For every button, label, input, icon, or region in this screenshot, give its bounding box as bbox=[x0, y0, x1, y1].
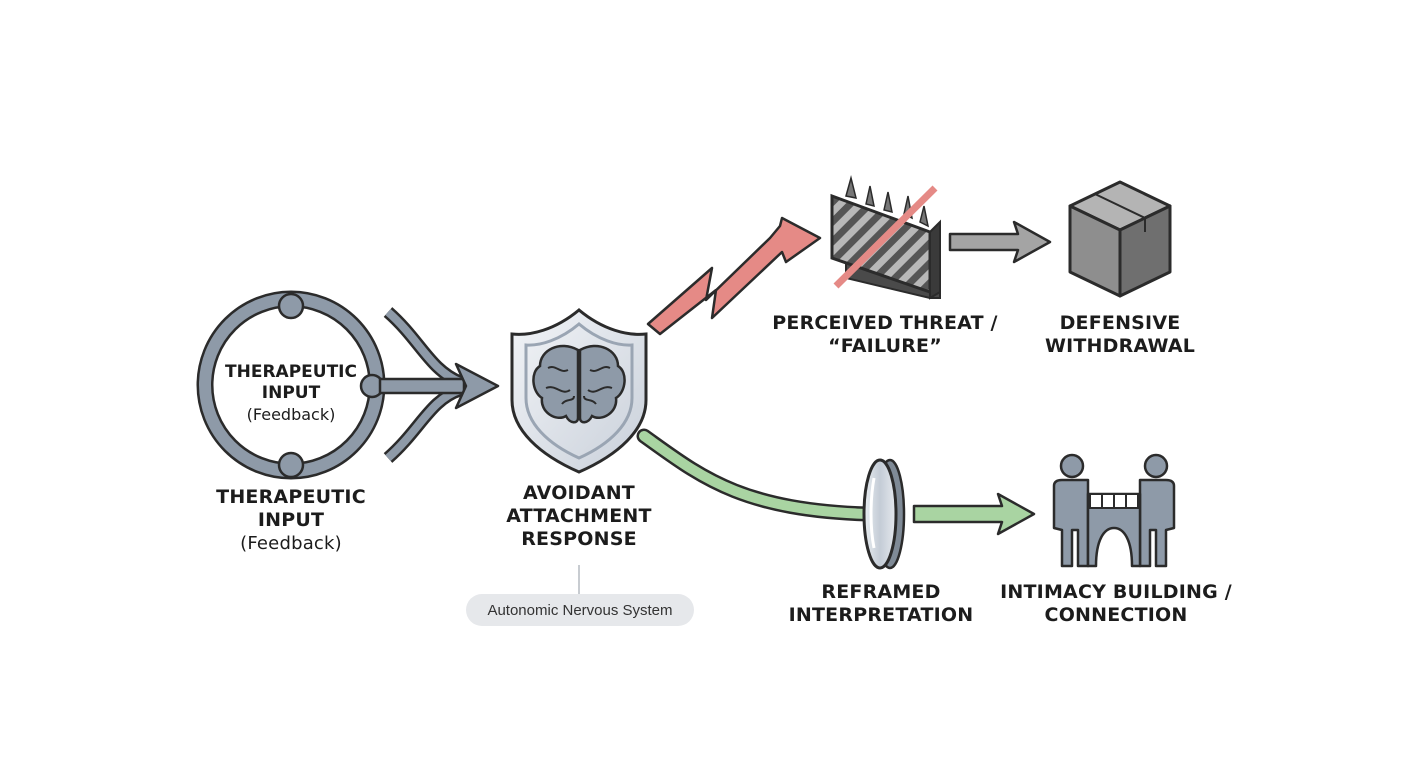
avoidant-label: AVOIDANT ATTACHMENT RESPONSE bbox=[489, 482, 669, 551]
input-circle-line2: INPUT bbox=[261, 383, 321, 403]
input-label-sub: (Feedback) bbox=[240, 533, 342, 554]
input-label-line2: INPUT bbox=[257, 509, 325, 531]
input-label: THERAPEUTIC INPUT (Feedback) bbox=[191, 486, 391, 555]
input-circle-text: THERAPEUTIC INPUT (Feedback) bbox=[211, 362, 371, 425]
merge-arrow-icon bbox=[378, 307, 500, 463]
input-circle-sub: (Feedback) bbox=[246, 405, 336, 424]
threat-label: PERCEIVED THREAT / “FAILURE” bbox=[760, 312, 1010, 358]
avoidant-line2: ATTACHMENT bbox=[506, 505, 652, 527]
reframed-line1: REFRAMED bbox=[821, 581, 941, 603]
lens-icon bbox=[862, 458, 906, 570]
cycle-ring-icon bbox=[196, 290, 386, 480]
withdrawal-label: DEFENSIVE WITHDRAWAL bbox=[1030, 312, 1210, 358]
reframed-label: REFRAMED INTERPRETATION bbox=[781, 581, 981, 627]
people-bridge-icon bbox=[1052, 453, 1176, 568]
input-circle-line1: THERAPEUTIC bbox=[225, 362, 357, 382]
avoidant-line3: RESPONSE bbox=[521, 528, 637, 550]
withdrawal-line2: WITHDRAWAL bbox=[1044, 335, 1196, 357]
input-label-line1: THERAPEUTIC bbox=[216, 486, 366, 508]
box-icon bbox=[1068, 180, 1172, 298]
reframed-line2: INTERPRETATION bbox=[788, 604, 974, 626]
avoidant-line1: AVOIDANT bbox=[523, 482, 635, 504]
lightning-arrow-icon bbox=[646, 216, 822, 336]
threat-line2: “FAILURE” bbox=[828, 335, 942, 357]
reframe-curve-icon bbox=[636, 428, 876, 522]
threat-line1: PERCEIVED THREAT / bbox=[772, 312, 998, 334]
intimacy-label: INTIMACY BUILDING / CONNECTION bbox=[996, 581, 1236, 627]
broken-wall-icon bbox=[830, 175, 941, 300]
autonomic-badge: Autonomic Nervous System bbox=[466, 594, 694, 626]
green-arrow-icon bbox=[912, 492, 1036, 536]
gray-arrow-icon bbox=[948, 220, 1052, 264]
shield-brain-icon bbox=[510, 308, 648, 474]
intimacy-line1: INTIMACY BUILDING / bbox=[1000, 581, 1232, 603]
intimacy-line2: CONNECTION bbox=[1044, 604, 1188, 626]
withdrawal-line1: DEFENSIVE bbox=[1059, 312, 1181, 334]
